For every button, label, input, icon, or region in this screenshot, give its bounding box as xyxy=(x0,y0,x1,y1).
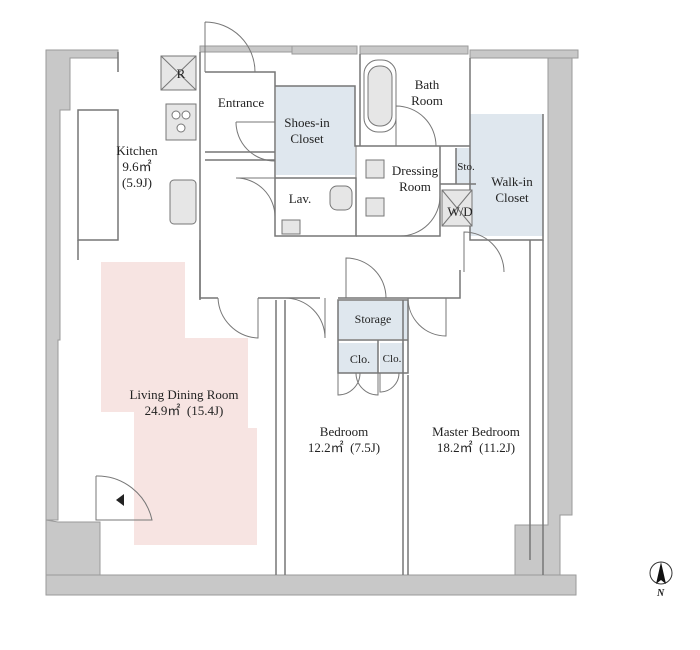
shoes-in-closet-fill xyxy=(276,86,355,175)
dressing-room-label: Dressing Room xyxy=(391,163,439,194)
bedroom-label: Bedroom 12.2㎡ (7.5J) xyxy=(307,424,381,455)
kitchen-name: Kitchen xyxy=(116,143,158,158)
compass: N xyxy=(648,560,674,604)
closet-b-label: Clo. xyxy=(382,353,402,365)
refrigerator-label: R xyxy=(176,66,186,81)
walk-in-closet-label: Walk-in Closet xyxy=(491,174,533,205)
closet-a-fill xyxy=(338,343,378,373)
lavatory-label: Lav. xyxy=(288,191,312,206)
walk-in-closet-fill xyxy=(470,114,543,236)
storage-small-label: Sto. xyxy=(457,161,475,173)
storage-fill xyxy=(338,301,408,339)
compass-label: N xyxy=(657,588,665,599)
exterior-walls xyxy=(45,45,579,596)
closet-b-fill xyxy=(380,343,404,373)
storage-label: Storage xyxy=(354,312,392,326)
living-dining-label: Living Dining Room 24.9㎡ (15.4J) xyxy=(129,387,239,418)
shoes-in-closet-label: Shoes-in Closet xyxy=(284,115,330,146)
master-bedroom-label: Master Bedroom 18.2㎡ (11.2J) xyxy=(432,424,520,455)
kitchen-label: Kitchen 9.6㎡ (5.9J) xyxy=(116,143,157,191)
closet-a-label: Clo. xyxy=(349,352,371,366)
storage-small-fill xyxy=(456,148,476,183)
fixtures xyxy=(160,55,473,235)
kitchen-area: 9.6㎡ xyxy=(122,159,152,174)
kitchen-tatami: (5.9J) xyxy=(122,175,152,190)
entrance-label: Entrance xyxy=(217,95,265,110)
washer-dryer-label: W/D xyxy=(447,204,473,219)
doors xyxy=(95,21,505,521)
interior-walls xyxy=(77,52,544,575)
entry-arrow-icon xyxy=(116,494,124,506)
bath-room-label: Bath Room xyxy=(411,77,443,108)
compass-needle-icon xyxy=(649,561,673,585)
living-highlight xyxy=(101,262,257,545)
